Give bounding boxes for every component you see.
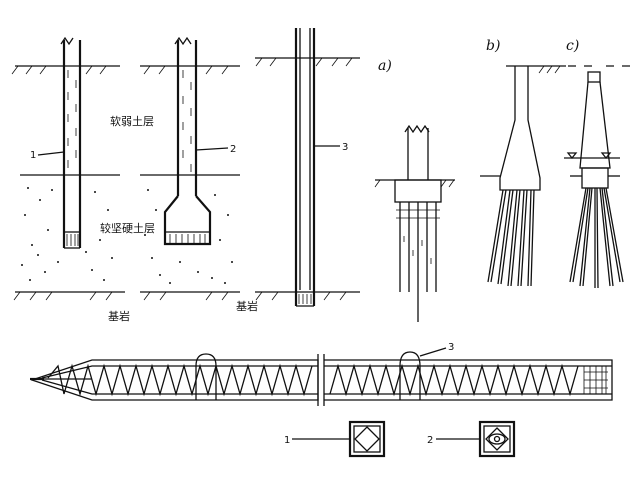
section-number-2: 2	[427, 435, 433, 446]
bedrock-label-1: 基岩	[108, 309, 130, 323]
sub-a-label: a)	[378, 58, 392, 74]
ground-surface	[11, 57, 360, 75]
section-1: 1	[284, 420, 386, 458]
precast-pile-elevation: 3	[30, 342, 613, 406]
pile-2-number: 2	[230, 144, 236, 155]
pile-1-number: 1	[30, 150, 36, 161]
section-2: 2	[427, 420, 516, 458]
beam-number-3: 3	[448, 342, 454, 353]
bedrock-label-2: 基岩	[236, 299, 258, 313]
hard-layer-label: 较坚硬土层	[100, 221, 155, 235]
pile-types-group: 软弱土层 较坚硬土层 基岩 基岩 1 2 3	[11, 28, 360, 323]
pile-1-straight	[60, 36, 82, 249]
bedrock-lines	[13, 291, 360, 301]
section-number-1: 1	[284, 435, 290, 446]
pile-3-end-bearing	[294, 28, 316, 307]
soft-layer-label: 软弱土层	[110, 114, 154, 128]
cap-b	[480, 65, 566, 287]
cap-c	[564, 65, 630, 289]
pile-3-number: 3	[342, 142, 348, 153]
sub-b-label: b)	[486, 38, 500, 54]
pile-2-belled	[163, 36, 212, 246]
cap-a	[374, 124, 455, 322]
leader-lines	[37, 145, 340, 156]
cross-sections: 1 2	[284, 420, 516, 458]
pile-cap-group: a) b) c)	[374, 38, 630, 322]
hard-soil-speckles	[21, 187, 233, 284]
sub-c-label: c)	[566, 38, 579, 54]
